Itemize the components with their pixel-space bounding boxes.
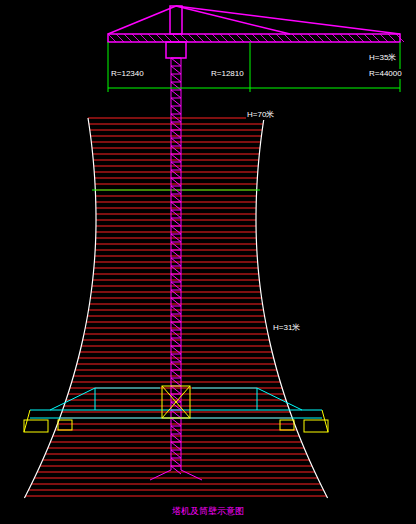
dimension-label: H=70米 (246, 110, 275, 120)
caption: 塔机及筒壁示意图 (171, 506, 245, 516)
dimension-label: R=44000 (368, 69, 403, 79)
dimension-label: R=12810 (210, 69, 245, 79)
dimension-label: R=12340 (110, 69, 145, 79)
dimension-label: H=35米 (368, 53, 397, 63)
dimension-label: H=31米 (272, 323, 301, 333)
